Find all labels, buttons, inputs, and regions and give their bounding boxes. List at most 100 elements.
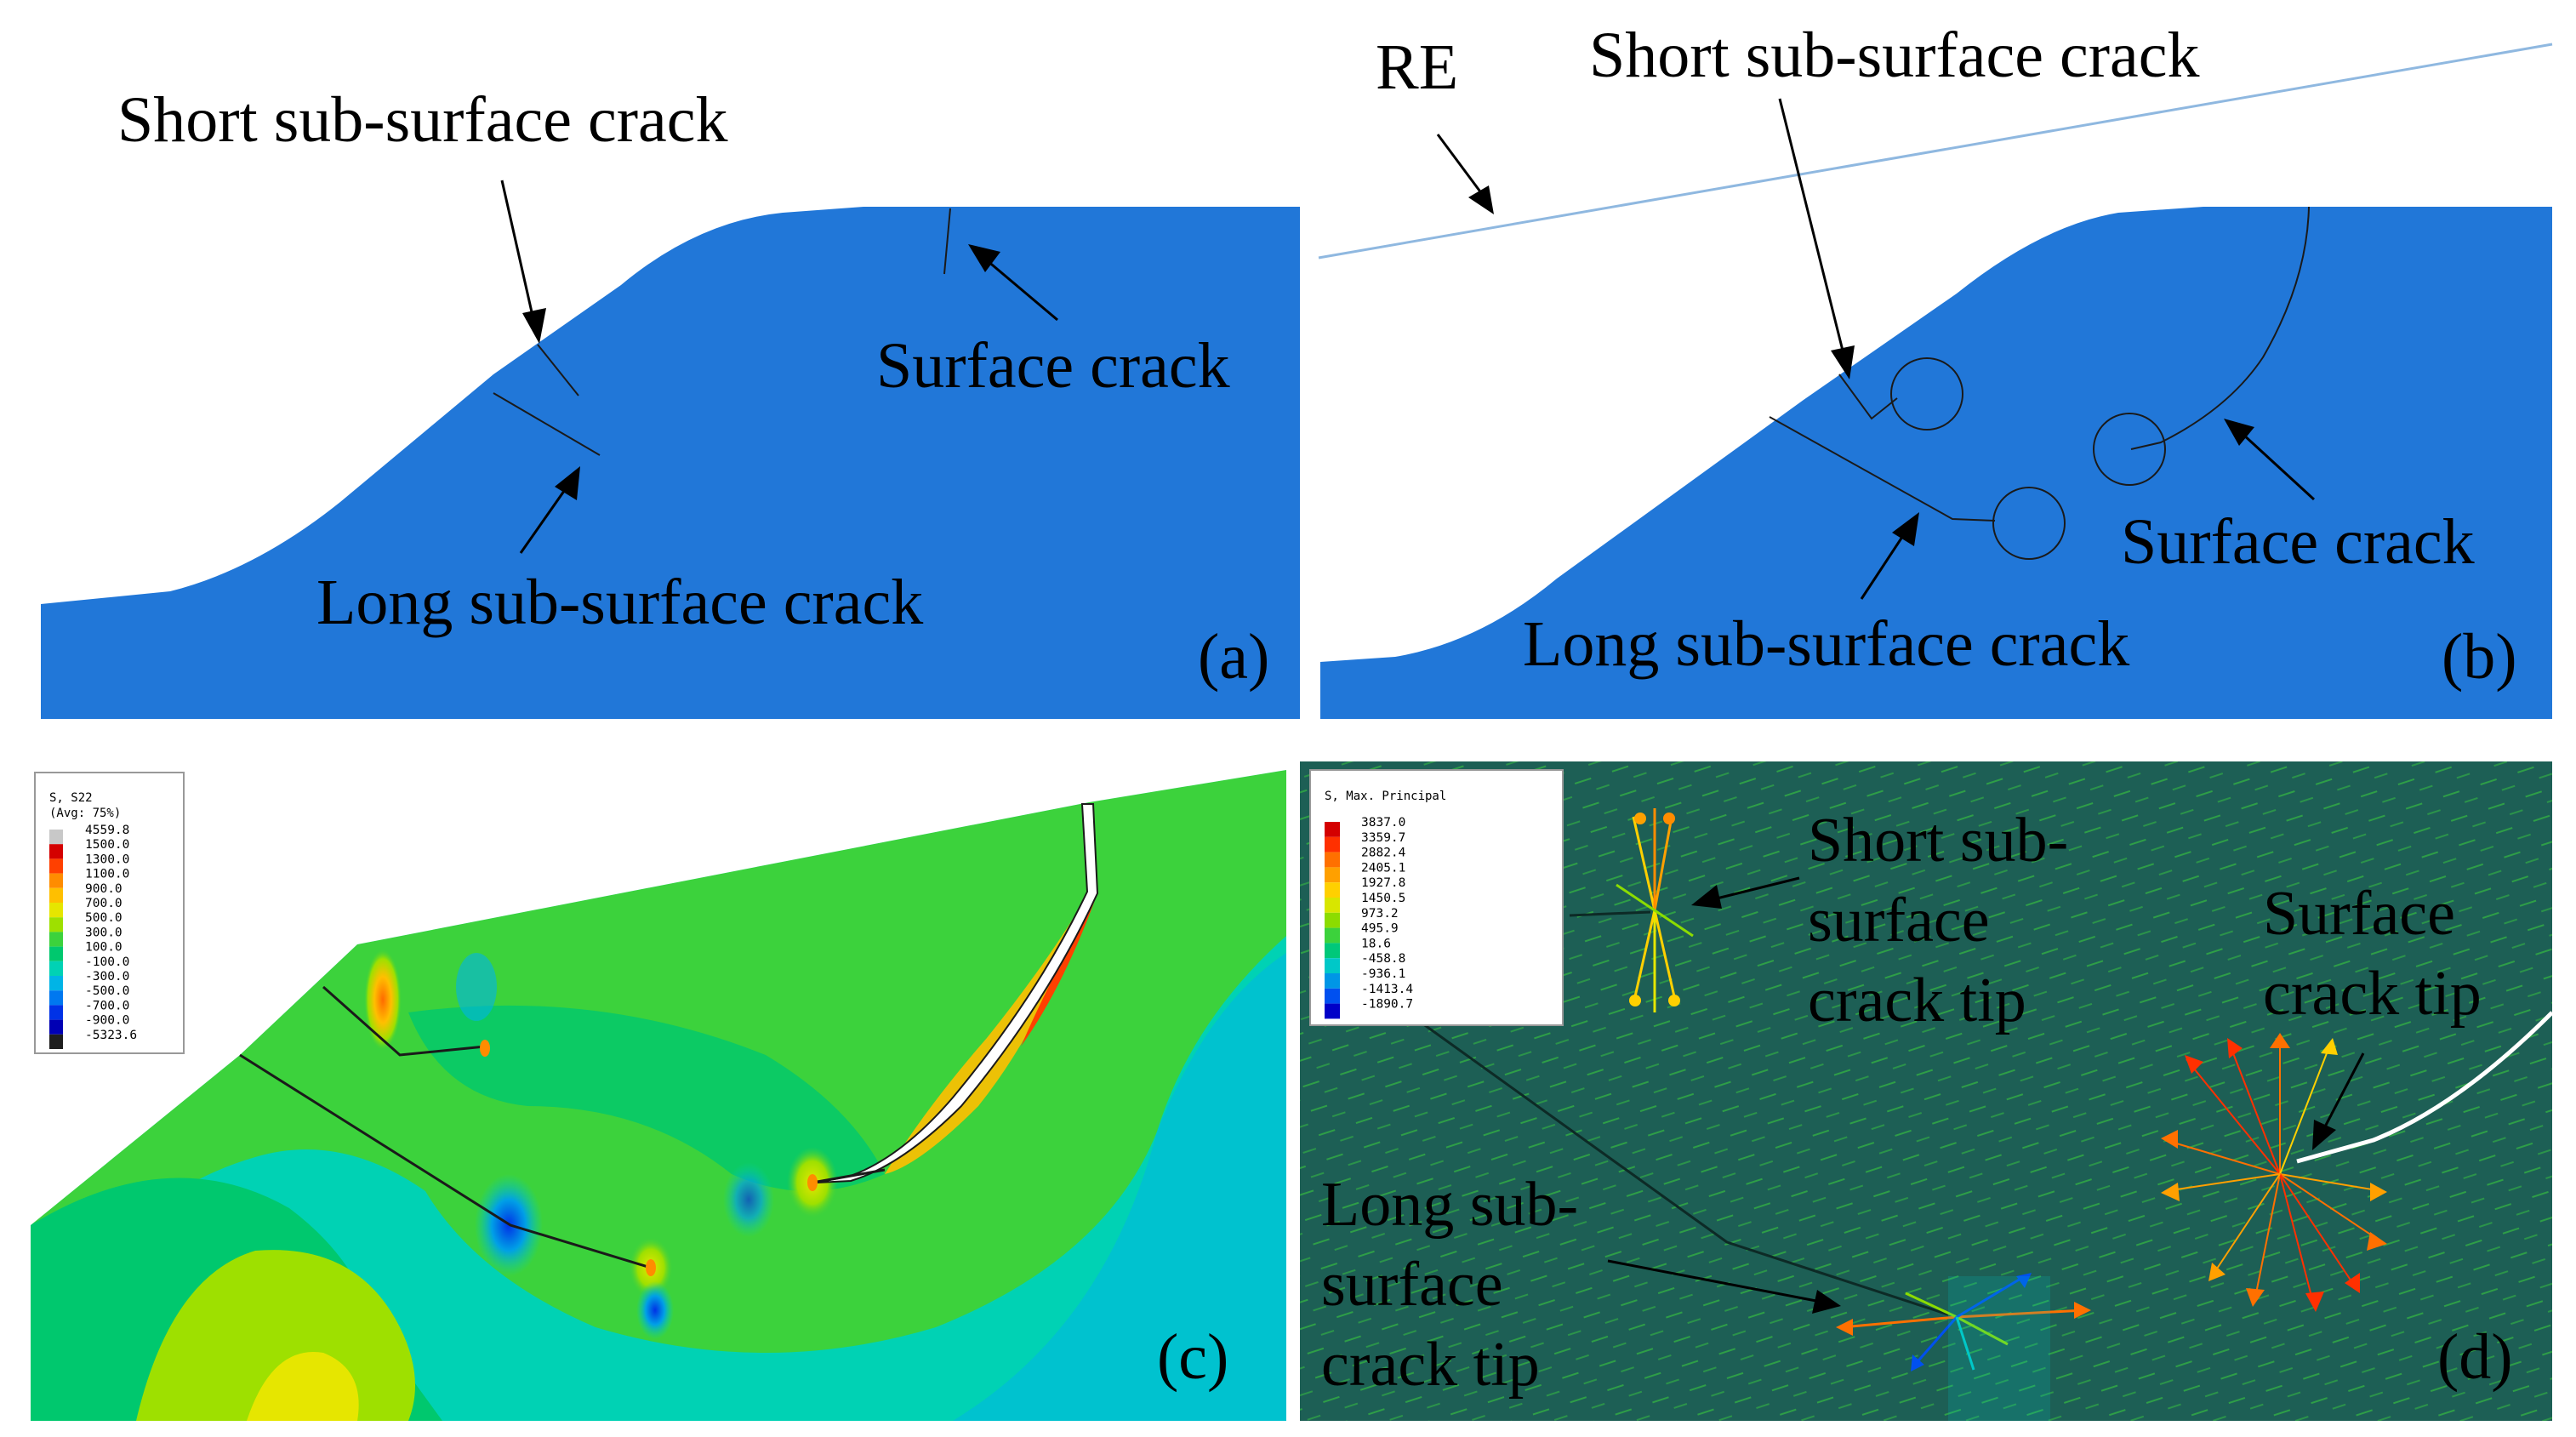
legend-c-value-11: -500.0	[85, 984, 129, 998]
arrowhead-short-crack-b	[1831, 345, 1855, 379]
legend-d-value-3: 2405.1	[1361, 861, 1405, 875]
legend-d-swatch-8	[1325, 943, 1340, 959]
surface-crack-tip-vectors	[2161, 1033, 2387, 1312]
legend-d-labels: 3837.03359.72882.42405.11927.81450.5973.…	[1361, 816, 1413, 1012]
surface-crack-line-d	[2296, 1011, 2552, 1164]
long-crack-tip-circle-b	[1992, 487, 2066, 560]
panel-a: Short sub-surface crack Surface crack Lo…	[41, 84, 1300, 719]
surface-crack-link-c	[812, 1168, 886, 1184]
legend-d-swatch-12	[1325, 1003, 1340, 1019]
tag-d: (d)	[2437, 1321, 2513, 1393]
arrowhead-re	[1468, 185, 1494, 214]
crack-tip-marker-2-c	[646, 1259, 656, 1276]
legend-c-swatch-14	[49, 1034, 63, 1049]
legend-c-title-2: (Avg: 75%)	[49, 807, 121, 820]
label-short-tip-line-2: surface	[1808, 886, 1990, 955]
short-crack-tip-vectors	[1616, 808, 1694, 1012]
legend-d-value-5: 1450.5	[1361, 892, 1405, 905]
legend-c-swatch-2	[49, 858, 63, 874]
legend-c-title-1: S, S22	[49, 791, 93, 805]
arrow-surface-crack-a	[986, 259, 1058, 322]
arrow-short-crack-b	[1778, 98, 1846, 358]
tag-b: (b)	[2442, 621, 2517, 693]
legend-d-swatch-6	[1325, 912, 1340, 928]
part-profile-b	[1320, 207, 2552, 719]
legend-d-swatches	[1325, 822, 1340, 1019]
surface-crack-line-a	[943, 208, 951, 275]
arrowhead-long-crack-a	[555, 466, 580, 500]
stress-region-yellowgreen-core-c	[247, 1352, 359, 1421]
legend-d-value-4: 1927.8	[1361, 876, 1405, 890]
blue-zone-2-c	[636, 1281, 674, 1339]
legend-c-value-14: -5323.6	[85, 1029, 137, 1042]
legend-c-swatch-8	[49, 946, 63, 961]
arrowhead-long-tip	[1812, 1290, 1841, 1314]
label-surface-tip-line-2: crack tip	[2263, 959, 2482, 1029]
legend-c-swatch-9	[49, 961, 63, 976]
legend-d-swatch-5	[1325, 898, 1340, 913]
legend-d-swatch-2	[1325, 852, 1340, 868]
stress-region-cyan-right-c	[953, 953, 1286, 1421]
legend-d-value-2: 2882.4	[1361, 847, 1406, 860]
arrow-re	[1436, 134, 1484, 195]
arrow-long-crack-b	[1860, 531, 1907, 600]
arrowhead-surface-crack-b	[2224, 419, 2254, 446]
legend-c-swatch-4	[49, 887, 63, 903]
legend-d-value-10: -936.1	[1361, 967, 1405, 981]
legend-c-labels: 4559.81500.01300.01100.0900.0700.0500.03…	[85, 824, 137, 1042]
legend-d-swatch-9	[1325, 958, 1340, 973]
vector-field-d-haze-long-tip	[1948, 1276, 2050, 1421]
outside-region-c	[31, 764, 1286, 1225]
legend-d-value-9: -458.8	[1361, 952, 1405, 966]
legend-c-swatches	[49, 830, 63, 1049]
arrow-long-tip	[1607, 1259, 1821, 1303]
label-short-tip-line-3: crack tip	[1808, 966, 2026, 1035]
label-short-crack-a: Short sub-surface crack	[117, 84, 727, 156]
tag-c: (c)	[1157, 1321, 1228, 1393]
legend-c-value-13: -900.0	[85, 1014, 129, 1028]
arrowhead-surface-tip	[2312, 1120, 2336, 1150]
legend-c-value-0: 4559.8	[85, 824, 129, 837]
legend-c-swatch-6	[49, 917, 63, 932]
legend-c-swatch-7	[49, 932, 63, 947]
short-crack-path-b	[1838, 374, 1898, 420]
legend-c-swatch-5	[49, 903, 63, 918]
legend-c-swatch-11	[49, 990, 63, 1006]
long-crack-path-b	[1769, 416, 1996, 522]
legend-c-swatch-3	[49, 873, 63, 888]
label-surface-crack-b: Surface crack	[2121, 506, 2475, 578]
panel-b: RE Short sub-surface crack Surface crack…	[1318, 20, 2553, 719]
blue-zone-4-c	[456, 953, 497, 1021]
label-long-tip-line-2: surface	[1321, 1250, 1503, 1320]
legend-c-value-9: -100.0	[85, 955, 129, 969]
arrow-surface-tip	[2321, 1052, 2365, 1132]
hotspot-short-crack-c	[364, 949, 402, 1051]
legend-d-value-8: 18.6	[1361, 937, 1391, 950]
stress-region-lightgreen-c	[408, 1005, 885, 1191]
long-crack-line-d	[1394, 1002, 1949, 1316]
stress-band-surface-crack-c	[885, 885, 1093, 1174]
arrowhead-long-crack-b	[1892, 512, 1919, 546]
arrowhead-short-tip	[1691, 885, 1722, 909]
label-short-crack-b: Short sub-surface crack	[1589, 20, 2199, 91]
legend-d-value-6: 973.2	[1361, 907, 1399, 921]
crack-tip-marker-1-c	[480, 1040, 490, 1057]
short-crack-line-a	[537, 344, 579, 396]
arrow-long-crack-a	[519, 484, 570, 554]
legend-c-value-3: 1100.0	[85, 868, 129, 881]
legend-c-value-6: 500.0	[85, 911, 123, 925]
crack-tip-marker-3-c	[807, 1174, 818, 1191]
surface-crack-gap-c	[816, 803, 1099, 1183]
short-crack-line-c	[322, 985, 486, 1057]
legend-d-swatch-10	[1325, 973, 1340, 989]
legend-d-value-7: 495.9	[1361, 922, 1399, 936]
short-crack-tip-circle-b	[1890, 357, 1963, 431]
arrowhead-surface-crack-a	[968, 244, 1000, 272]
label-surface-crack-a: Surface crack	[876, 330, 1230, 402]
long-crack-line-a	[493, 392, 601, 456]
legend-d-swatch-4	[1325, 882, 1340, 898]
arrow-surface-crack-b	[2241, 432, 2316, 501]
legend-d-value-0: 3837.0	[1361, 816, 1405, 830]
short-crack-line-d	[1569, 910, 1651, 917]
